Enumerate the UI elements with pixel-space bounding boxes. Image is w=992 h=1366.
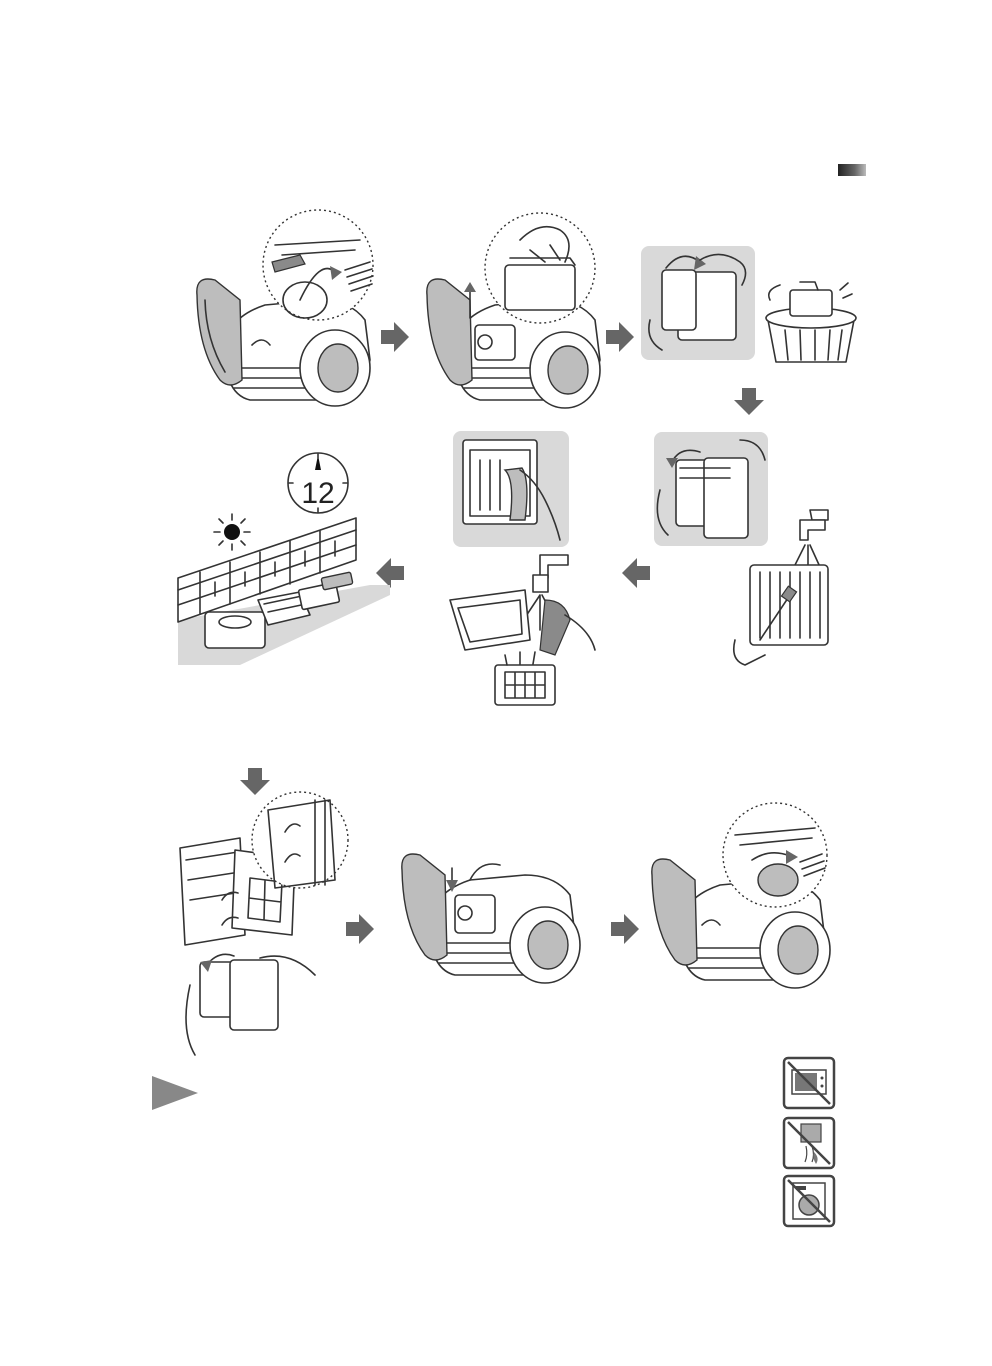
step-dry-parts: 12 — [178, 453, 390, 665]
note-marker-icon — [152, 1076, 198, 1110]
step-insert-dust-bin — [402, 854, 580, 983]
no-hair-dryer-icon — [784, 1118, 834, 1168]
next-step-arrow — [734, 388, 764, 415]
no-microwave-oven-icon — [784, 1058, 834, 1108]
next-step-arrow — [622, 558, 650, 588]
clock-label: 12 — [301, 477, 334, 510]
step-lift-dust-bin — [427, 213, 600, 408]
next-step-arrow — [381, 322, 409, 352]
next-step-arrow — [611, 914, 639, 944]
next-step-arrow — [376, 558, 404, 588]
next-step-arrow — [606, 322, 634, 352]
step-reassemble-filter — [180, 792, 348, 1055]
step-wash-parts — [450, 431, 595, 705]
next-step-arrow — [346, 914, 374, 944]
no-washing-machine-icon — [784, 1176, 834, 1226]
step-remove-filter — [654, 432, 768, 546]
step-lock-close-cover — [652, 803, 830, 988]
next-step-arrow — [240, 768, 270, 795]
step-empty-dust-bin — [641, 246, 856, 362]
step-open-cover-unlock — [197, 210, 373, 406]
